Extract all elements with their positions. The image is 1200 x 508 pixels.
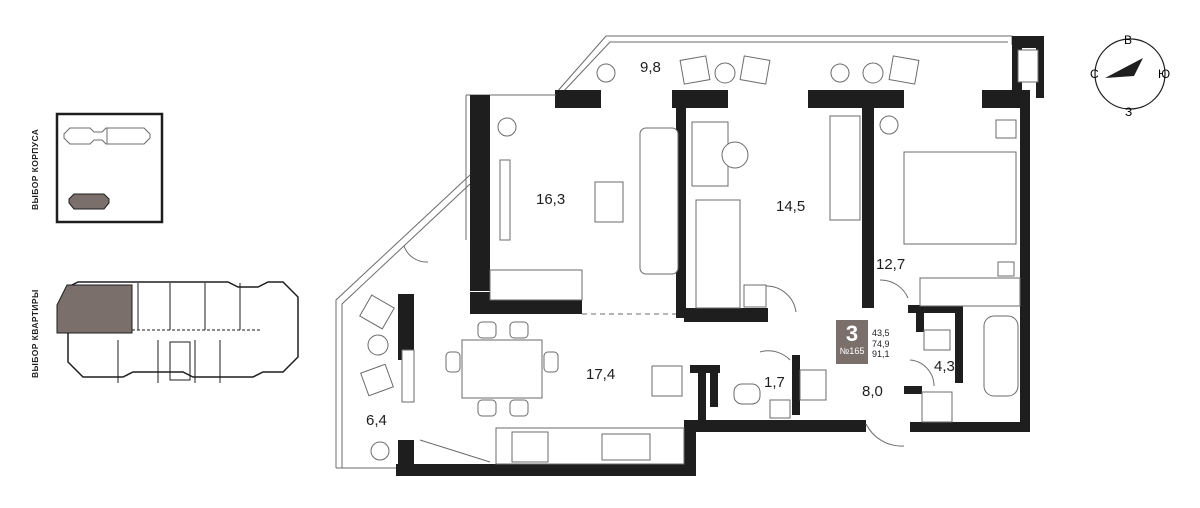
apartment-selected-highlight[interactable] [56, 284, 133, 334]
compass-north: С [1090, 67, 1099, 81]
table-icon [367, 334, 389, 356]
stove-icon [511, 431, 549, 463]
room-area-bathroom: 4,3 [934, 358, 955, 375]
total-area: 74,9 [872, 338, 890, 349]
total-area-with-balconies: 91,1 [872, 349, 890, 359]
nightstand-icon [997, 261, 1015, 277]
chair-icon [509, 399, 529, 417]
chair-icon [359, 294, 395, 330]
room-area-bedroom-right: 12,7 [876, 256, 905, 273]
washbasin-icon [923, 329, 951, 351]
door-icon [765, 285, 797, 313]
building-selector[interactable] [55, 112, 164, 224]
compass-east: В [1124, 33, 1132, 47]
compass-arrow-icon [1105, 58, 1143, 78]
door-icon [865, 423, 905, 447]
room-area-hall: 8,0 [862, 383, 883, 400]
chair-icon [477, 321, 497, 339]
washbasin-icon [769, 399, 791, 419]
desk-chair-icon [721, 141, 749, 169]
washing-machine-icon [921, 391, 953, 423]
chair-icon [445, 351, 461, 373]
door-icon [909, 359, 935, 387]
nightstand-icon [743, 284, 767, 308]
door-icon [759, 350, 791, 361]
door-icon [879, 279, 909, 299]
chair-icon [739, 55, 771, 85]
apartment-selector[interactable] [56, 281, 299, 383]
room-count: 3 [845, 321, 859, 346]
shoe-rack-icon [799, 369, 827, 401]
table-icon [862, 62, 884, 84]
nightstand-icon [995, 119, 1017, 139]
room-area-living: 16,3 [536, 191, 565, 208]
apartment-areas: 43,5 74,9 91,1 [872, 328, 890, 360]
apartment-number: №165 [839, 346, 865, 356]
room-area-kitchen: 17,4 [586, 366, 615, 383]
table-icon [714, 62, 736, 84]
living-area: 43,5 [872, 328, 890, 338]
tv-stand-icon [499, 159, 511, 241]
dining-table-icon [461, 339, 543, 399]
coffee-table-icon [594, 181, 624, 223]
chair-icon [477, 399, 497, 417]
plant-icon [497, 117, 517, 137]
double-bed-icon [903, 151, 1017, 245]
sofa-icon [639, 127, 679, 275]
bed-single-icon [695, 199, 741, 309]
cabinet-icon [1017, 49, 1039, 83]
wardrobe-icon [489, 269, 583, 301]
chair-icon [888, 55, 920, 85]
sink-icon [601, 433, 651, 461]
room-area-bedroom-middle: 14,5 [776, 198, 805, 215]
door-icon [419, 439, 491, 463]
plant-icon [879, 115, 899, 135]
furniture [359, 49, 1039, 465]
chair-icon [509, 321, 529, 339]
plant-icon [596, 63, 616, 83]
compass-west: З [1125, 105, 1132, 119]
room-labels: 9,8 16,3 14,5 12,7 17,4 6,4 1,7 8,0 4,3 [366, 59, 955, 429]
apartment-badge: 3 №165 [836, 320, 868, 364]
plant-icon [370, 441, 390, 461]
wardrobe-icon [919, 277, 1021, 307]
room-area-loggia-left: 6,4 [366, 412, 387, 429]
fridge-icon [651, 365, 683, 397]
chair-icon [360, 363, 394, 397]
room-area-balcony-top: 9,8 [640, 59, 661, 76]
chair-icon [543, 351, 559, 373]
toilet-icon [733, 383, 761, 405]
wardrobe-icon [829, 115, 861, 221]
plant-icon [830, 63, 850, 83]
room-area-wc: 1,7 [764, 374, 785, 391]
building-option-2-selected[interactable] [68, 193, 110, 210]
bathtub-icon [983, 315, 1019, 397]
chair-icon [679, 55, 711, 85]
compass-south: Ю [1158, 67, 1170, 81]
compass: В Ю З С [1090, 33, 1170, 119]
radiator-icon [401, 349, 415, 403]
door-icon [403, 245, 429, 263]
